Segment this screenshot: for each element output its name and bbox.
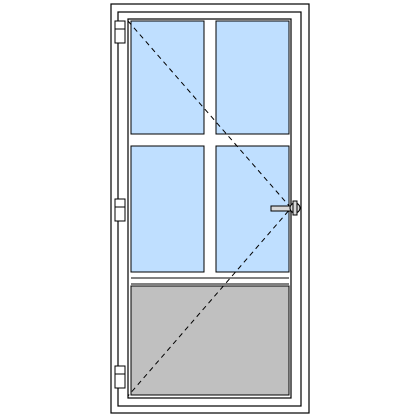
door-handle-icon	[270, 200, 301, 216]
hinge-icon	[114, 20, 126, 44]
glass-pane-top-right	[215, 20, 290, 135]
glass-pane-top-left	[130, 20, 205, 135]
opening-direction-lines	[127, 20, 292, 397]
solid-panel	[130, 285, 290, 396]
hinge-icon	[114, 198, 126, 222]
glass-pane-bottom-left	[130, 145, 205, 273]
hinge-icon	[114, 365, 126, 389]
